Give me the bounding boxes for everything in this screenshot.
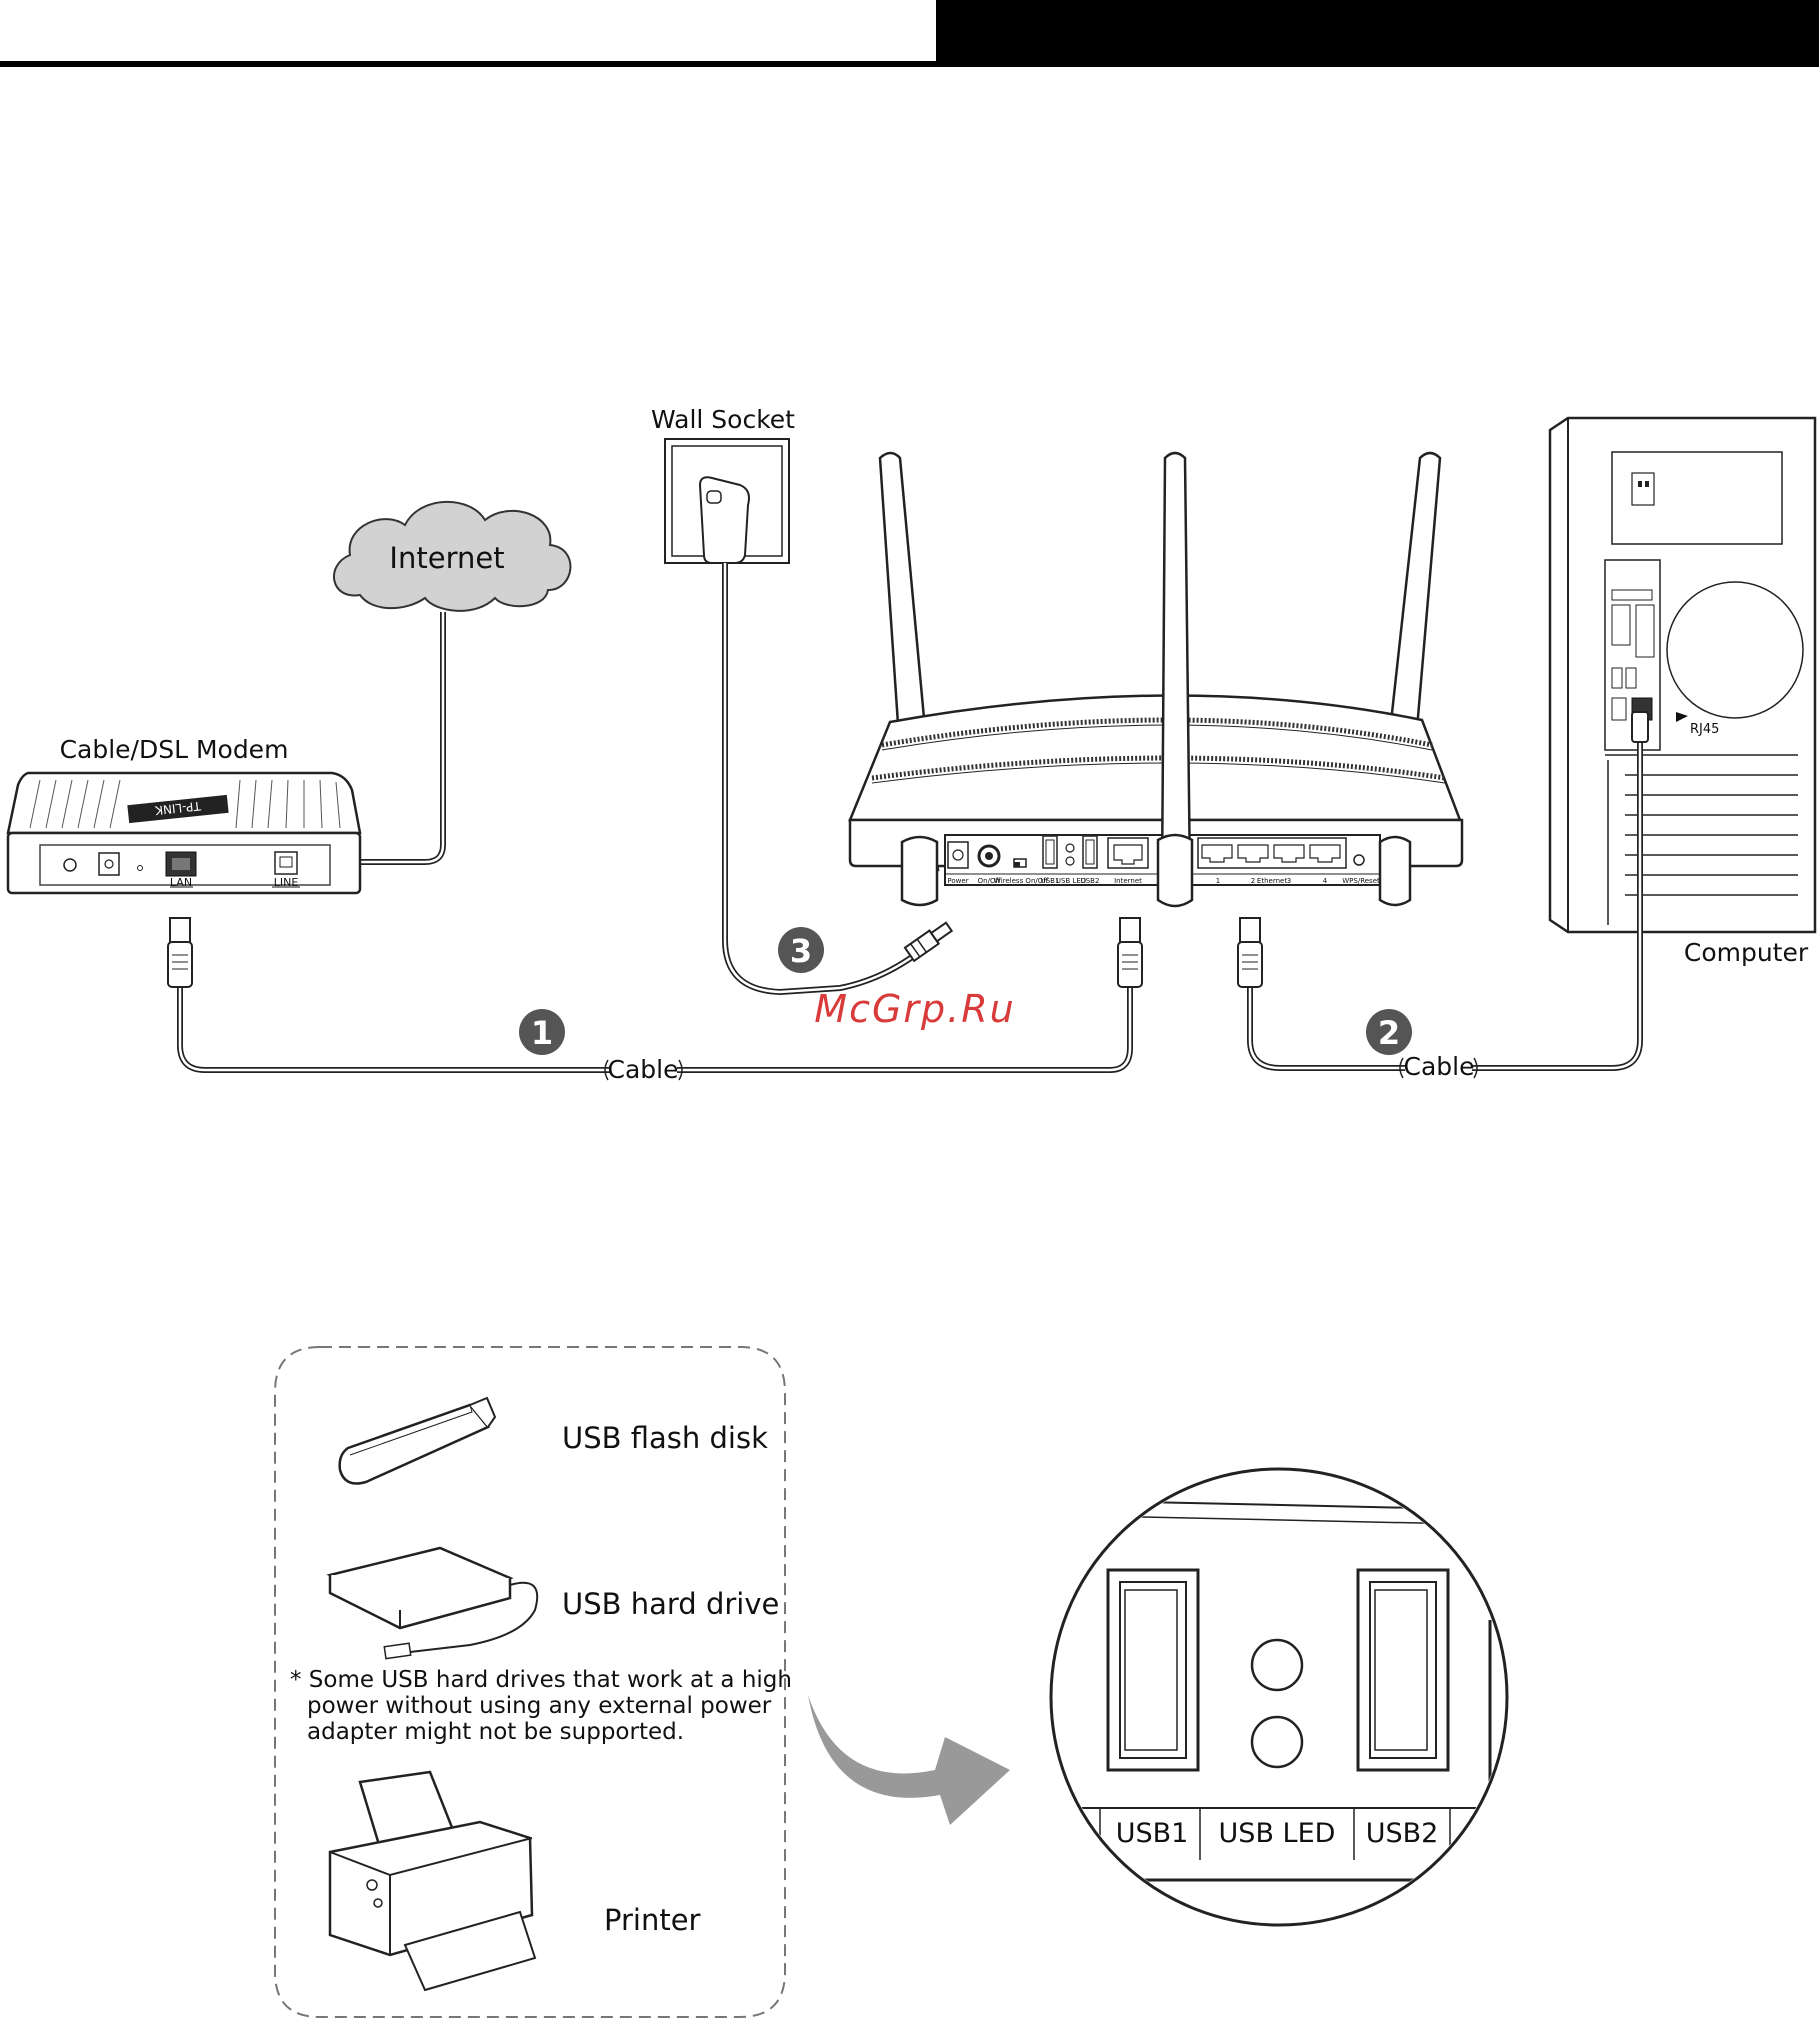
usb-hard-drive-note: * Some USB hard drives that work at a hi… (290, 1667, 792, 1745)
header-black-block (936, 0, 1819, 67)
header-rule (0, 61, 936, 67)
modem-logo-text: TP-LINK (153, 799, 202, 818)
zoom-usb2-port (1356, 1568, 1450, 1772)
svg-text:1: 1 (1216, 877, 1220, 885)
svg-text:USB1: USB1 (1041, 877, 1060, 885)
svg-text:LINE: LINE (274, 876, 299, 889)
pc-power-socket (1631, 472, 1655, 506)
svg-text:Internet: Internet (1114, 877, 1142, 885)
computer-label: Computer (1684, 938, 1809, 967)
usb-flash-disk-label: USB flash disk (562, 1421, 768, 1455)
svg-text:WPS/Reset: WPS/Reset (1342, 877, 1380, 885)
modem-lan-port: LAN (165, 851, 197, 889)
zoom-label-usb2: USB2 (1366, 1818, 1439, 1849)
router-usb2-port (1082, 835, 1098, 869)
router-power-jack (947, 841, 969, 869)
ethernet-cable-1: Cable (167, 917, 1143, 1084)
computer-tower: Computer RJ45 (1548, 416, 1817, 967)
modem-label: Cable/DSL Modem (60, 735, 289, 764)
svg-text:2: 2 (1378, 1014, 1400, 1052)
wall-socket-label: Wall Socket (651, 405, 795, 434)
zoom-usb-leds (1250, 1638, 1304, 1769)
cable-2-label: Cable (1404, 1052, 1475, 1081)
modem-logo: TP-LINK (127, 794, 229, 824)
svg-text:2: 2 (1251, 877, 1255, 885)
rj45-label: RJ45 (1690, 722, 1719, 737)
svg-text:On/Off: On/Off (978, 877, 1001, 885)
svg-text:LAN: LAN (170, 876, 192, 889)
svg-text:3: 3 (1287, 877, 1291, 885)
cable-1-label: Cable (608, 1055, 679, 1084)
zoom-usb1-port (1106, 1568, 1200, 1772)
wireless-router: Power On/Off Wireless On/Off USB1 USB LE… (848, 451, 1464, 908)
svg-text:1: 1 (531, 1014, 553, 1052)
usb-hard-drive-icon (326, 1546, 539, 1660)
svg-text:Power: Power (947, 877, 968, 885)
zoom-label-usb-led: USB LED (1219, 1818, 1336, 1849)
usb-ports-zoom: USB1 USB LED USB2 (1049, 1467, 1509, 1927)
router-port-labels: Power On/Off Wireless On/Off USB1 USB LE… (947, 877, 1380, 885)
printer-icon (328, 1770, 537, 1992)
wall-socket: Wall Socket (651, 405, 795, 564)
svg-text:Wireless On/Off: Wireless On/Off (994, 877, 1048, 885)
modem-line-port: LINE (272, 851, 300, 889)
power-adapter-icon (698, 476, 750, 564)
power-plug-icon (903, 921, 954, 963)
router-usb1-port (1042, 835, 1058, 869)
watermark: McGrp.Ru (814, 987, 1015, 1031)
ethernet-cable-2: Cable (1237, 711, 1649, 1081)
step-badge-1: 1 (519, 1009, 565, 1055)
svg-text:3: 3 (790, 932, 812, 970)
usb-devices-panel: USB flash disk USB hard drive * Some USB… (274, 1346, 792, 2018)
svg-text:USB2: USB2 (1081, 877, 1100, 885)
svg-text:USB LED: USB LED (1056, 877, 1086, 885)
svg-text:Ethernet: Ethernet (1257, 877, 1287, 885)
usb-flash-disk-icon (338, 1396, 497, 1485)
router-internet-port (1107, 837, 1149, 869)
printer-label: Printer (604, 1903, 701, 1937)
modem-power-jack (98, 852, 120, 876)
router-wps-button (1353, 854, 1365, 866)
svg-text:adapter might not be supported: adapter might not be supported. (307, 1719, 684, 1745)
modem-power-button (63, 858, 77, 872)
usb-hard-drive-label: USB hard drive (562, 1587, 779, 1621)
router-ethernet-ports (1197, 837, 1347, 869)
zoom-label-usb1: USB1 (1116, 1818, 1189, 1849)
cable-dsl-modem: Cable/DSL Modem TP-LINK LAN LINE (6, 735, 362, 895)
svg-text:4: 4 (1323, 877, 1328, 885)
step-badge-3: 3 (778, 927, 824, 973)
step-badge-2: 2 (1366, 1009, 1412, 1055)
internet-cloud-icon: Internet (333, 500, 572, 612)
antenna-center (1160, 451, 1192, 882)
pc-fan (1666, 581, 1804, 719)
internet-label: Internet (389, 541, 504, 575)
svg-text:power without using any extern: power without using any external power (307, 1693, 772, 1719)
svg-text:* Some USB hard drives that wo: * Some USB hard drives that work at a hi… (290, 1667, 792, 1693)
arrow-to-usb-ports (808, 1695, 1010, 1825)
